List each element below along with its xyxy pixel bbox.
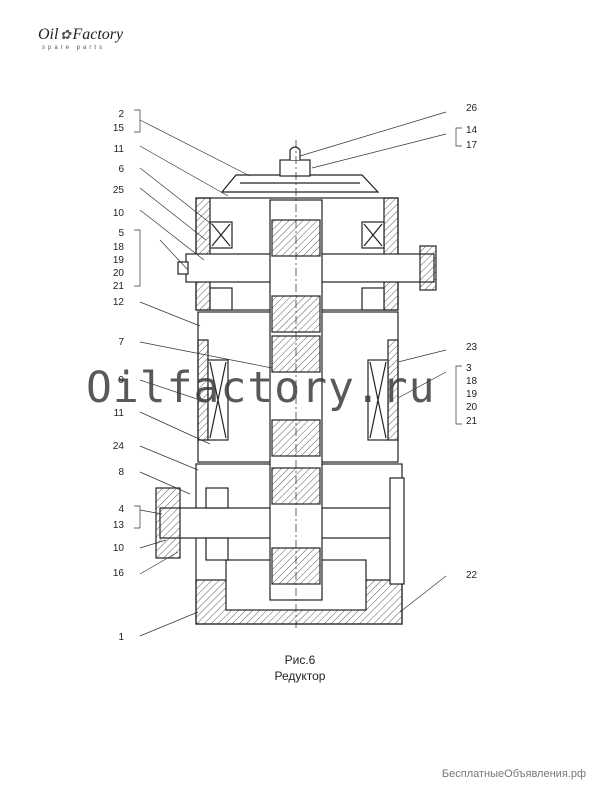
callout-label: 21 (466, 416, 478, 427)
callout-label: 8 (118, 467, 124, 478)
callout-brackets (134, 109, 462, 529)
logo-tagline: spare parts (42, 45, 106, 51)
callout-label: 20 (113, 268, 125, 279)
callout-label: 10 (113, 543, 125, 554)
callout-label: 20 (466, 402, 478, 413)
callout-label: 1 (118, 632, 124, 643)
swirl-icon: ✿ (60, 27, 71, 42)
watermark: Oilfactory.ru (86, 363, 436, 413)
callouts-right: 26 14 17 23 3 18 19 20 21 22 (466, 103, 478, 581)
callout-label: 3 (466, 363, 472, 374)
logo-wordmark: Oil✿Factory (38, 26, 123, 44)
callout-label: 7 (118, 337, 124, 348)
callout-label: 22 (466, 570, 478, 581)
callout-label: 18 (113, 242, 125, 253)
callouts-left: 2 15 11 6 25 10 5 18 19 20 21 12 7 9 11 … (113, 109, 125, 643)
callout-label: 12 (113, 297, 125, 308)
callout-label: 26 (466, 103, 478, 114)
callout-label: 2 (118, 109, 124, 120)
callout-label: 4 (118, 504, 124, 515)
callout-label: 11 (114, 144, 125, 155)
brand-logo: Oil✿Factory spare parts (38, 26, 148, 56)
callout-label: 15 (113, 123, 125, 134)
leader-lines (139, 111, 447, 637)
callout-label: 5 (118, 228, 124, 239)
callout-label: 13 (113, 520, 125, 531)
callout-label: 19 (466, 389, 478, 400)
callout-label: 25 (113, 185, 125, 196)
logo-word-left: Oil (38, 26, 59, 43)
logo-word-right: Factory (72, 26, 124, 43)
callout-label: 23 (466, 342, 478, 353)
callout-label: 16 (113, 568, 125, 579)
callout-label: 11 (114, 408, 125, 419)
callout-label: 14 (466, 125, 478, 136)
callout-label: 6 (118, 164, 124, 175)
callout-label: 17 (466, 140, 478, 151)
callout-label: 24 (113, 441, 125, 452)
callout-label: 21 (113, 281, 125, 292)
footer-watermark: БесплатныеОбъявления.рф (441, 768, 586, 780)
callout-label: 9 (118, 375, 124, 386)
callout-label: 18 (466, 376, 478, 387)
figure-title: Редуктор (274, 669, 326, 683)
figure-number: Рис.6 (284, 653, 316, 667)
callout-label: 19 (113, 255, 125, 266)
callout-label: 10 (113, 208, 125, 219)
